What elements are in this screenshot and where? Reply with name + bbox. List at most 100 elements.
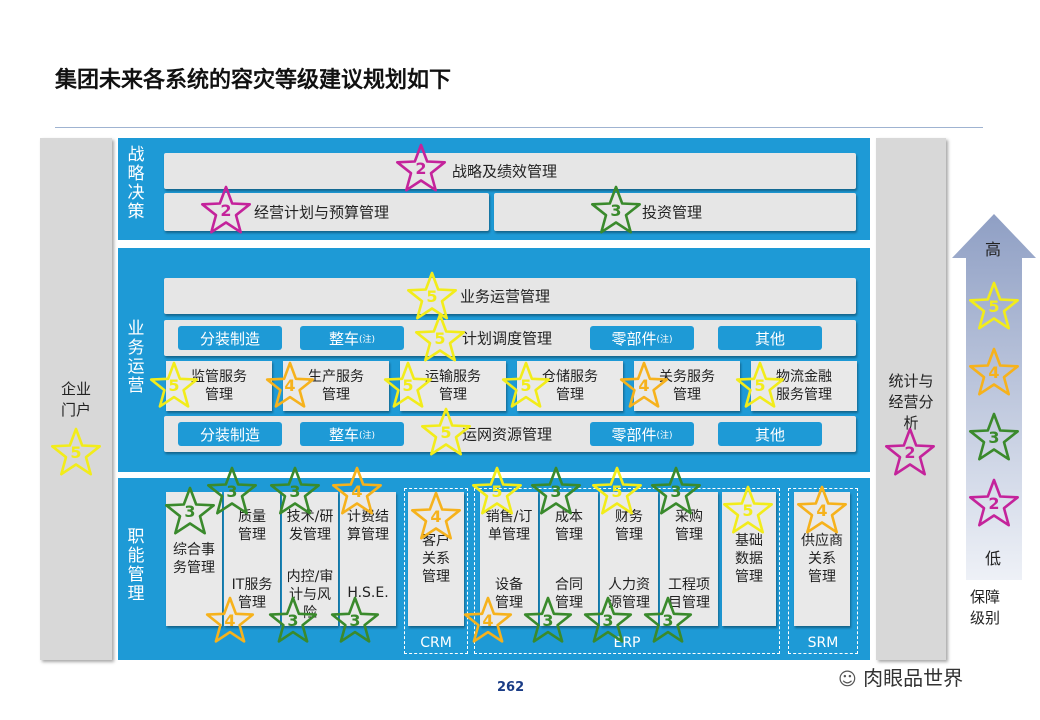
enterprise-portal-panel[interactable]: 企业 门户	[40, 138, 112, 660]
level-star-icon: 5	[406, 270, 458, 322]
pill-parts[interactable]: 零部件(注)	[590, 326, 694, 350]
level-star-icon: 5	[471, 465, 523, 517]
level-star-number: 3	[289, 481, 301, 501]
level-star-icon: 3	[583, 595, 633, 645]
strategy-band-label: 战 略 决 策	[127, 145, 145, 222]
level-star-number: 3	[287, 610, 299, 630]
planning-dispatch-label: 计划调度管理	[462, 329, 553, 348]
level-star-icon: 4	[463, 595, 513, 645]
hse-label: H.S.E.	[347, 585, 389, 601]
level-star-number: 5	[426, 286, 438, 306]
planning-dispatch-bar[interactable]: 分装制造 整车(注) 计划调度管理 零部件(注) 其他	[164, 320, 856, 356]
level-star-icon: 5	[414, 312, 466, 364]
page-number: 262	[497, 680, 525, 695]
project-label: 工程项 目管理	[668, 577, 710, 611]
level-star-icon: 2	[884, 426, 936, 478]
cost-label: 成本 管理	[555, 509, 583, 543]
level-star-number: 3	[184, 501, 196, 521]
level-star-icon: 5	[735, 360, 785, 410]
level-star-number: 4	[284, 375, 296, 395]
level-star-icon: 5	[383, 360, 433, 410]
pill-vehicle[interactable]: 整车(注)	[300, 422, 404, 446]
level-star-icon: 3	[268, 595, 318, 645]
level-star-number: 5	[168, 375, 180, 395]
level-star-number: 4	[224, 610, 236, 630]
level-star-number: 2	[220, 200, 232, 220]
level-star-icon: 4	[796, 484, 848, 536]
level-star-number: 2	[904, 442, 916, 462]
strategy-band: 战 略 决 策 战略及绩效管理 经营计划与预算管理 投资管理	[118, 138, 870, 240]
level-star-number: 3	[988, 427, 1000, 447]
investment-label: 投资管理	[642, 203, 703, 222]
watermark: ☺ 肉眼品世界	[838, 666, 964, 690]
level-star-number: 5	[491, 481, 503, 501]
level-star-icon: 5	[591, 465, 643, 517]
statistics-analysis-label: 统计与 经营分 析	[888, 372, 934, 432]
level-star-number: 5	[611, 481, 623, 501]
contract-label: 合同 管理	[555, 577, 583, 611]
level-star-number: 5	[70, 442, 82, 462]
pill-other[interactable]: 其他	[718, 422, 822, 446]
level-star-number: 3	[550, 481, 562, 501]
level-star-number: 4	[351, 481, 363, 501]
level-star-number: 3	[349, 610, 361, 630]
budget-planning-bar[interactable]: 经营计划与预算管理	[164, 193, 489, 231]
level-star-icon: 2	[968, 477, 1020, 529]
strategy-performance-bar[interactable]: 战略及绩效管理	[164, 153, 856, 189]
scale-high-label: 高	[984, 240, 1001, 259]
crm-group: CRM	[404, 488, 468, 654]
audit-risk-label: 内控/审 计与风 险	[286, 569, 334, 621]
title-divider	[55, 127, 983, 128]
srm-group-label: SRM	[807, 635, 839, 651]
billing-label: 计费结 算管理	[347, 509, 389, 543]
level-star-icon: 3	[968, 411, 1020, 463]
level-star-icon: 2	[395, 142, 447, 194]
investment-bar[interactable]: 投资管理	[494, 193, 856, 231]
budget-planning-label: 经营计划与预算管理	[254, 203, 390, 222]
erp-column-1[interactable]: 销售/订 单管理 设备 管理	[480, 492, 538, 626]
level-star-icon: 3	[650, 465, 702, 517]
business-operations-label: 业务运营管理	[460, 287, 551, 306]
pill-parts[interactable]: 零部件(注)	[590, 422, 694, 446]
network-resource-bar[interactable]: 分装制造 整车(注) 运网资源管理 零部件(注) 其他	[164, 416, 856, 452]
wechat-icon: ☺	[838, 669, 857, 690]
enterprise-portal-label: 企业 门户	[60, 380, 91, 419]
crm-group-label: CRM	[420, 635, 452, 651]
level-star-number: 3	[602, 610, 614, 630]
level-star-number: 4	[988, 362, 1000, 382]
level-star-icon: 3	[530, 465, 582, 517]
level-star-icon: 4	[205, 595, 255, 645]
pill-other[interactable]: 其他	[718, 326, 822, 350]
pill-assembly[interactable]: 分装制造	[178, 326, 282, 350]
level-star-icon: 5	[420, 406, 472, 458]
pill-vehicle[interactable]: 整车(注)	[300, 326, 404, 350]
level-star-number: 5	[434, 328, 446, 348]
level-star-icon: 3	[269, 465, 321, 517]
it-service-label: IT服务 管理	[231, 577, 273, 611]
level-star-number: 3	[542, 610, 554, 630]
equipment-label: 设备 管理	[495, 577, 523, 611]
srm-box[interactable]: 供应商 关系 管理	[794, 492, 850, 626]
level-scale-arrow	[952, 214, 1036, 580]
level-star-icon: 5	[968, 280, 1020, 332]
level-star-number: 3	[226, 481, 238, 501]
level-star-number: 5	[988, 296, 1000, 316]
statistics-analysis-panel[interactable]: 统计与 经营分 析	[876, 138, 946, 660]
level-star-number: 5	[402, 375, 414, 395]
level-star-number: 3	[610, 200, 622, 220]
function-column-3[interactable]: 计费结 算管理 H.S.E.	[340, 492, 396, 626]
level-star-icon: 3	[590, 184, 642, 236]
pill-assembly[interactable]: 分装制造	[178, 422, 282, 446]
scale-caption: 保障 级别	[969, 588, 1000, 627]
scale-low-label: 低	[984, 549, 1001, 568]
service-box-transport[interactable]: 运输服务 管理	[400, 361, 506, 411]
business-operations-bar[interactable]: 业务运营管理	[164, 278, 856, 314]
level-star-icon: 5	[722, 484, 774, 536]
sales-order-label: 销售/订 单管理	[485, 509, 533, 543]
general-affairs-box[interactable]: 综合事 务管理	[166, 492, 222, 626]
level-star-number: 4	[816, 500, 828, 520]
functions-band-label: 职 能 管 理	[127, 527, 145, 604]
level-star-number: 4	[430, 506, 442, 526]
level-star-number: 5	[754, 375, 766, 395]
base-data-box[interactable]: 基础 数据 管理	[722, 492, 776, 626]
